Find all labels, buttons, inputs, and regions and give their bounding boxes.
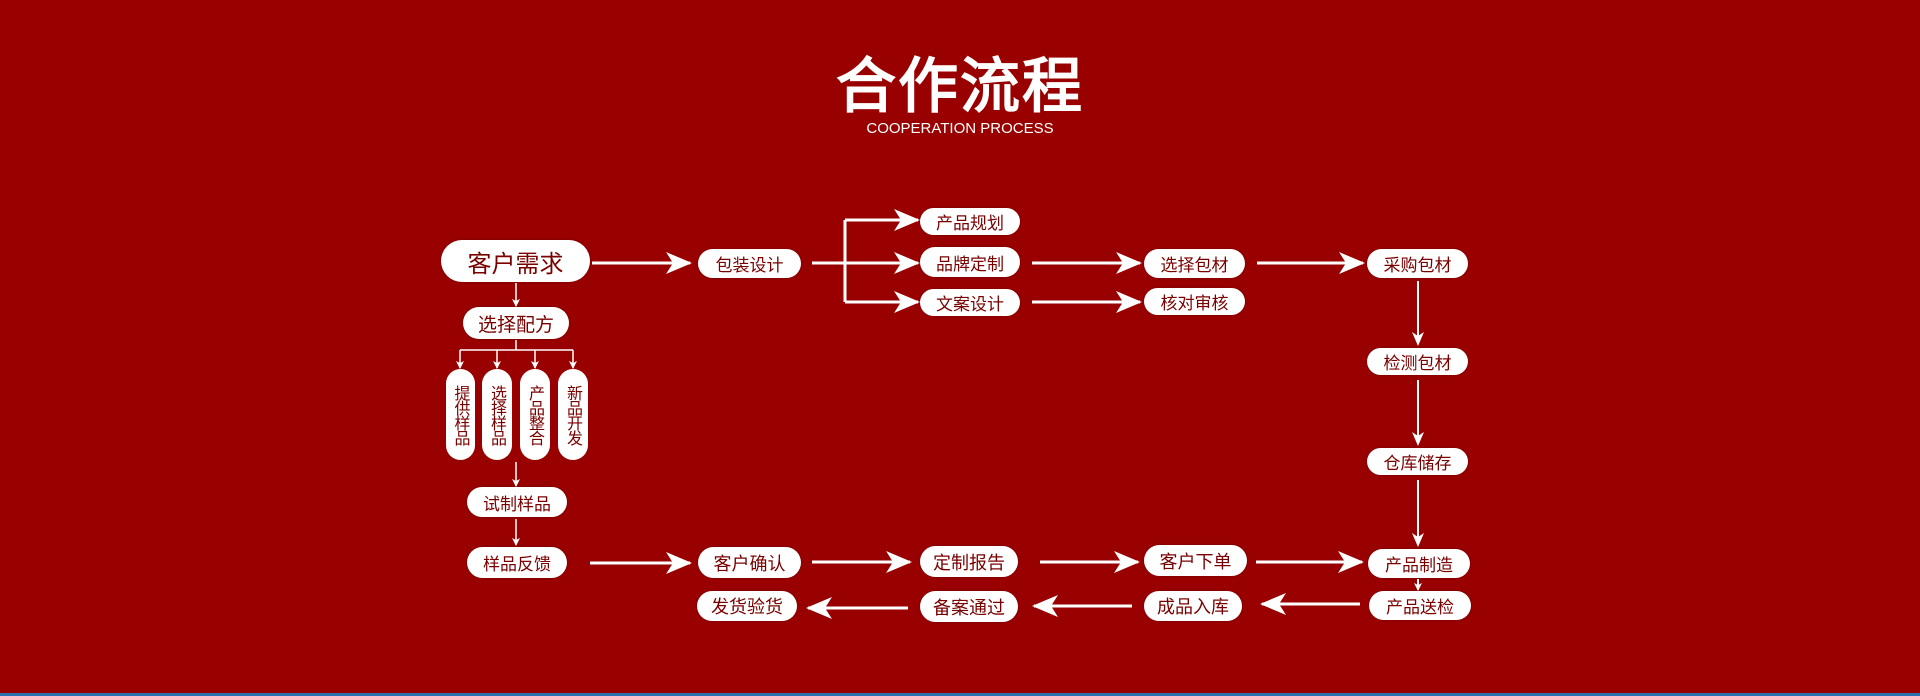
node-product-integrate: 产品整合 <box>520 369 550 460</box>
node-brand-custom: 品牌定制 <box>920 247 1020 277</box>
page-subtitle: COOPERATION PROCESS <box>866 120 1054 137</box>
node-send-inspection: 产品送检 <box>1369 591 1471 620</box>
node-trial-sample: 试制样品 <box>467 487 567 517</box>
node-copy-design: 文案设计 <box>920 289 1020 316</box>
node-choose-sample: 选择样品 <box>482 369 512 460</box>
node-customer-need: 客户需求 <box>441 240 590 282</box>
node-check-review: 核对审核 <box>1144 288 1245 315</box>
node-provide-sample: 提供样品 <box>446 369 475 460</box>
node-product-planning: 产品规划 <box>920 208 1020 235</box>
node-new-product-dev: 新品开发 <box>558 369 588 460</box>
node-finished-storage: 成品入库 <box>1144 591 1242 621</box>
node-custom-report: 定制报告 <box>920 546 1018 577</box>
node-ship-inspect: 发货验货 <box>697 591 797 621</box>
node-purchase-material: 采购包材 <box>1367 249 1468 278</box>
bottom-border <box>0 693 1920 696</box>
node-customer-order: 客户下单 <box>1144 545 1247 576</box>
node-sample-feedback: 样品反馈 <box>467 547 567 578</box>
node-manufacture: 产品制造 <box>1368 549 1470 578</box>
node-filing-passed: 备案通过 <box>920 591 1018 622</box>
node-warehouse-storage: 仓库储存 <box>1367 448 1468 475</box>
node-choose-formula: 选择配方 <box>463 307 569 339</box>
node-inspect-material: 检测包材 <box>1367 348 1468 375</box>
node-choose-material: 选择包材 <box>1144 249 1245 278</box>
page-title: 合作流程 <box>836 52 1084 122</box>
node-customer-confirm: 客户确认 <box>698 547 801 578</box>
node-package-design: 包装设计 <box>698 249 801 278</box>
